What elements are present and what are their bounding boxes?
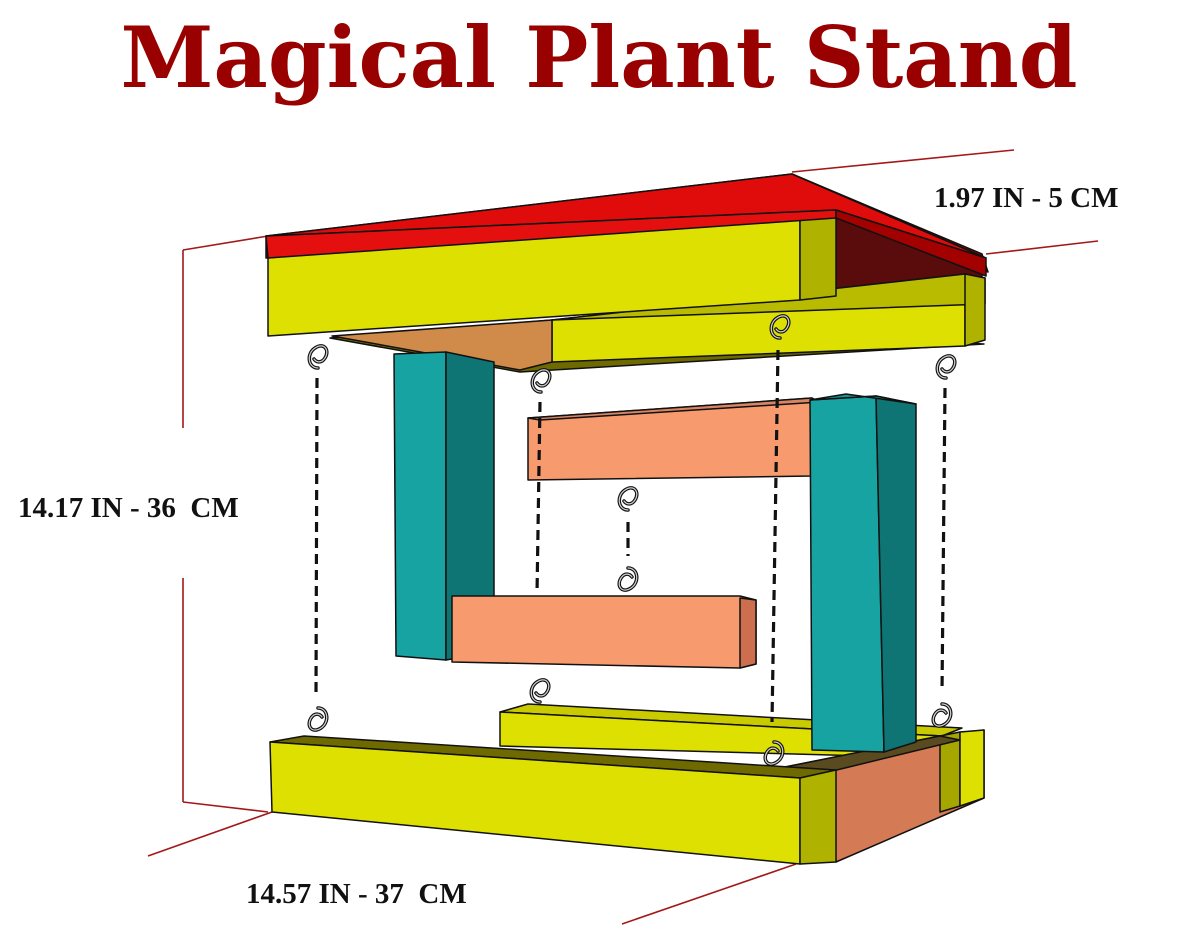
hook-icon (529, 678, 551, 704)
height-bottom-extension-line (182, 801, 269, 813)
chain-left (314, 377, 319, 695)
hook-icon (931, 702, 953, 728)
top-thickness-label: 1.97 IN - 5 CM (934, 182, 1119, 214)
page-title: Magical Plant Stand (120, 8, 1078, 107)
width-label: 14.57 IN - 37 CM (246, 878, 467, 910)
bottom-front-board-front (269, 741, 801, 865)
bottom-front-board-end (799, 769, 837, 865)
dimension-lines (147, 149, 1099, 925)
top-assembly (265, 173, 989, 373)
top-thickness-lower-line (985, 240, 1099, 255)
chains (314, 349, 947, 723)
chain-right-front (770, 349, 780, 723)
height-label: 14.17 IN - 36 CM (18, 492, 239, 524)
left-post-front (393, 351, 447, 661)
floating-parts (393, 351, 917, 753)
bottom-assembly (269, 703, 985, 865)
hook-icon (530, 368, 552, 394)
width-left-extension-line (147, 811, 273, 857)
hook-icon (307, 344, 329, 370)
top-thickness-upper-line (791, 149, 1015, 173)
lower-floating-board (451, 595, 757, 669)
hook-icon (307, 706, 329, 732)
hook-icon (935, 354, 957, 380)
hook-icon (617, 486, 639, 512)
chain-right-back (940, 387, 947, 693)
chain-center-upper-left (535, 401, 542, 595)
hook-icon (617, 566, 639, 592)
height-top-extension-line (182, 235, 269, 251)
top-back-board-end (964, 273, 986, 347)
width-right-extension-line (621, 863, 797, 925)
right-post-front (809, 395, 885, 753)
